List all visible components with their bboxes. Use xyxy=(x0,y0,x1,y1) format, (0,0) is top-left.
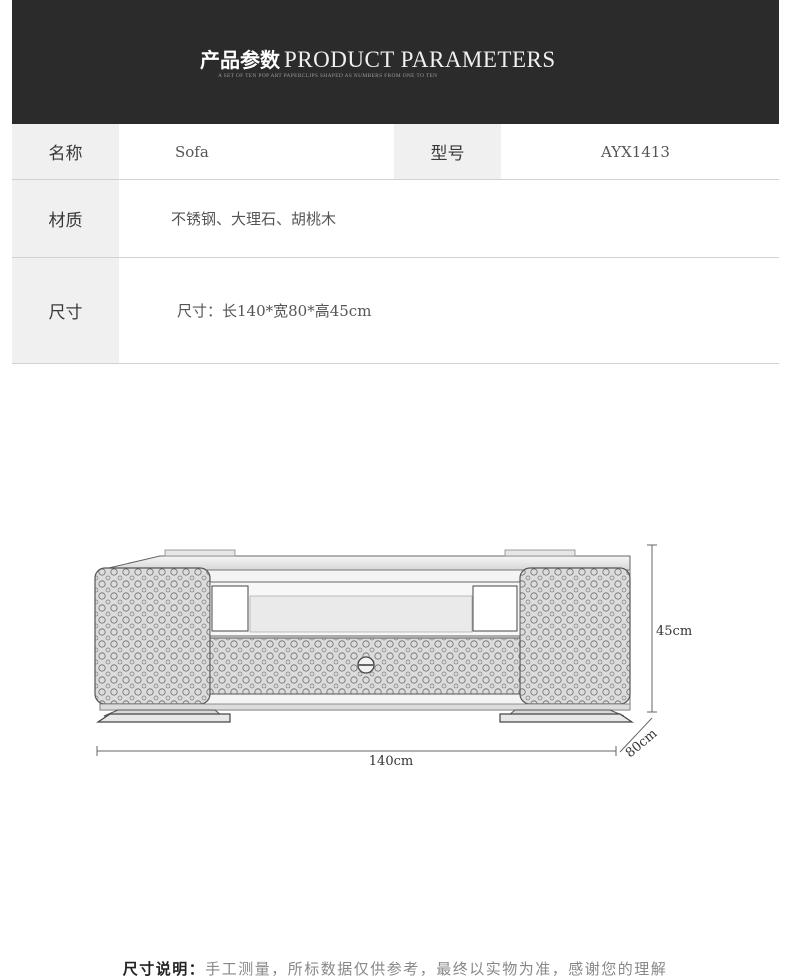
measurement-note-key: 尺寸说明： xyxy=(122,960,206,978)
material-value: 不锈钢、大理石、胡桃木 xyxy=(171,210,337,228)
banner-subtitle: A SET OF TEN POP ART PAPERCLIPS SHAPED A… xyxy=(218,73,438,79)
banner-title-en: PRODUCT PARAMETERS xyxy=(284,47,556,72)
param-row-material: 材质 不锈钢、大理石、胡桃木 xyxy=(12,180,779,258)
sofa-table-illustration xyxy=(94,549,634,723)
width-dimension-label: 140cm xyxy=(369,754,413,769)
size-label: 尺寸 xyxy=(12,258,119,363)
depth-dimension-label: 80cm xyxy=(623,726,660,761)
param-row-name: 名称 Sofa 型号 AYX1413 xyxy=(12,124,779,180)
model-label: 型号 xyxy=(394,124,501,179)
material-label: 材质 xyxy=(12,180,119,257)
size-value: 尺寸：长140*宽80*高45cm xyxy=(177,302,372,320)
banner-title-cn: 产品参数 xyxy=(200,48,280,72)
height-dimension-label: 45cm xyxy=(656,624,692,639)
model-value: AYX1413 xyxy=(601,142,670,161)
name-label: 名称 xyxy=(12,124,119,179)
param-row-size: 尺寸 尺寸：长140*宽80*高45cm xyxy=(12,258,779,364)
dimension-lines xyxy=(96,544,657,756)
measurement-note-text: 手工测量，所标数据仅供参考，最终以实物为准，感谢您的理解 xyxy=(205,960,668,978)
measurement-note: 尺寸说明：手工测量，所标数据仅供参考，最终以实物为准，感谢您的理解 xyxy=(0,958,790,979)
name-value: Sofa xyxy=(175,142,209,161)
product-sketch: 140cm 45cm 80cm xyxy=(94,544,692,769)
